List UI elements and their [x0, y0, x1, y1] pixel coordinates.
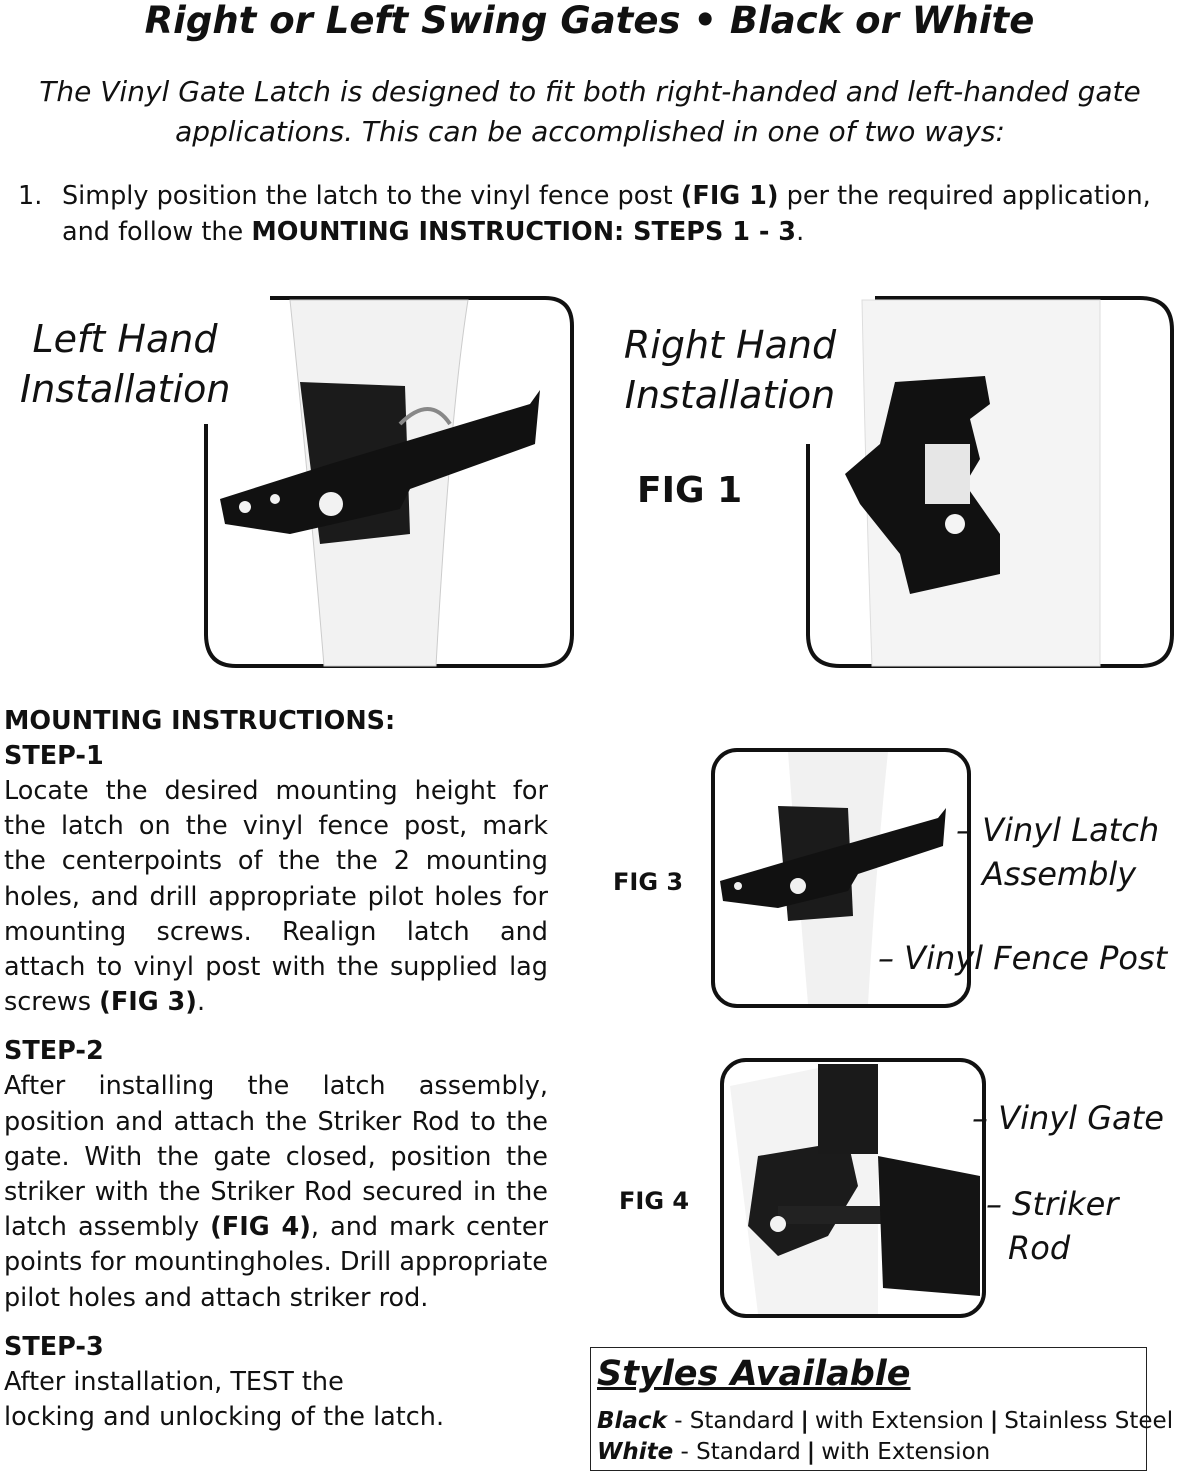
left-hand-photo: [204, 296, 574, 668]
intro-text: The Vinyl Gate Latch is designed to fit …: [39, 75, 1141, 148]
left-hand-label-line1: Left Hand: [32, 317, 218, 361]
step3-line1: After installation, TEST the: [4, 1366, 344, 1397]
styles-title: Styles Available: [597, 1354, 911, 1394]
fig3-caption: FIG 3: [613, 868, 684, 896]
step2-body-b: , and mark center points for mountinghol…: [4, 1212, 548, 1313]
step3-title: STEP-3: [4, 1331, 104, 1362]
fig4-callout-rod-line1: Striker: [1012, 1185, 1119, 1223]
styles-row-white: White - Standard|with Extension: [597, 1439, 991, 1465]
right-hand-label-line2: Installation: [624, 373, 836, 417]
right-hand-label-line1: Right Hand: [623, 323, 837, 367]
left-hand-label-line2: Installation: [20, 367, 231, 411]
fig4-photo: [720, 1058, 986, 1318]
fig3-callout-latch-line1: Vinyl Latch: [982, 811, 1160, 849]
style-option: with Extension: [821, 1439, 991, 1465]
fig3-ref: (FIG 3): [99, 987, 197, 1018]
mounting-ref: MOUNTING INSTRUCTION: STEPS 1 - 3: [251, 217, 797, 247]
step2-body-a: After installing the latch assembly, pos…: [4, 1071, 548, 1243]
list-text-c: .: [796, 217, 805, 247]
fig1-ref: (FIG 1): [680, 181, 779, 211]
page-title: Right or Left Swing Gates • Black or Whi…: [144, 0, 1035, 42]
fig4-ref: (FIG 4): [210, 1212, 311, 1243]
list-text-b: per the required application, and follow…: [62, 181, 1151, 247]
fig3-callout-post: – Vinyl Fence Post: [878, 939, 1168, 977]
style-color-white: White: [597, 1439, 674, 1465]
step1-title: STEP-1: [4, 741, 104, 771]
right-hand-photo: [806, 296, 1174, 668]
fig3-callout-latch-line2: Assembly: [982, 855, 1137, 893]
step2-text: After installing the latch assembly, pos…: [4, 1069, 548, 1315]
list-number: 1.: [18, 181, 43, 211]
fig3-callout-post-text: Vinyl Fence Post: [904, 939, 1168, 977]
list-text: Simply position the latch to the vinyl f…: [62, 178, 1168, 250]
fig4-caption: FIG 4: [619, 1187, 690, 1215]
style-option: - Standard: [674, 1408, 795, 1434]
fig1-caption: FIG 1: [637, 470, 743, 511]
fig4-callout-rod-line2: Rod: [1008, 1229, 1071, 1267]
fig4-callout-gate-text: Vinyl Gate: [998, 1099, 1164, 1137]
style-option: with Extension: [814, 1408, 984, 1434]
right-hand-label: Right Hand Installation: [620, 320, 840, 420]
list-text-a: Simply position the latch to the vinyl f…: [62, 181, 681, 211]
step1-text: Locate the desired mounting height for t…: [4, 774, 548, 1020]
step1-body: Locate the desired mounting height for t…: [4, 776, 548, 1018]
step3-line2: locking and unlocking of the latch.: [4, 1402, 445, 1433]
mounting-instructions: MOUNTING INSTRUCTIONS: STEP-1 Locate the…: [4, 704, 548, 1435]
style-color-black: Black: [597, 1408, 667, 1434]
styles-row-black: Black - Standard|with Extension|Stainles…: [597, 1408, 1174, 1434]
fig3-photo: [711, 748, 971, 1008]
fig4-callout-gate: – Vinyl Gate: [972, 1099, 1164, 1137]
style-option: - Standard: [680, 1439, 801, 1465]
styles-available-box: Styles Available Black - Standard|with E…: [590, 1347, 1173, 1471]
list-item: 1. Simply position the latch to the viny…: [18, 178, 1168, 250]
style-option: Stainless Steel: [1004, 1408, 1174, 1434]
step1-end: .: [196, 987, 206, 1018]
fig3-callout-latch: – Vinyl Latch Assembly: [956, 808, 1159, 896]
fig4-callout-rod: – Striker Rod: [986, 1182, 1118, 1270]
left-hand-label: Left Hand Installation: [20, 314, 230, 414]
step2-title: STEP-2: [4, 1036, 104, 1067]
mounting-heading: MOUNTING INSTRUCTIONS:: [4, 706, 396, 736]
